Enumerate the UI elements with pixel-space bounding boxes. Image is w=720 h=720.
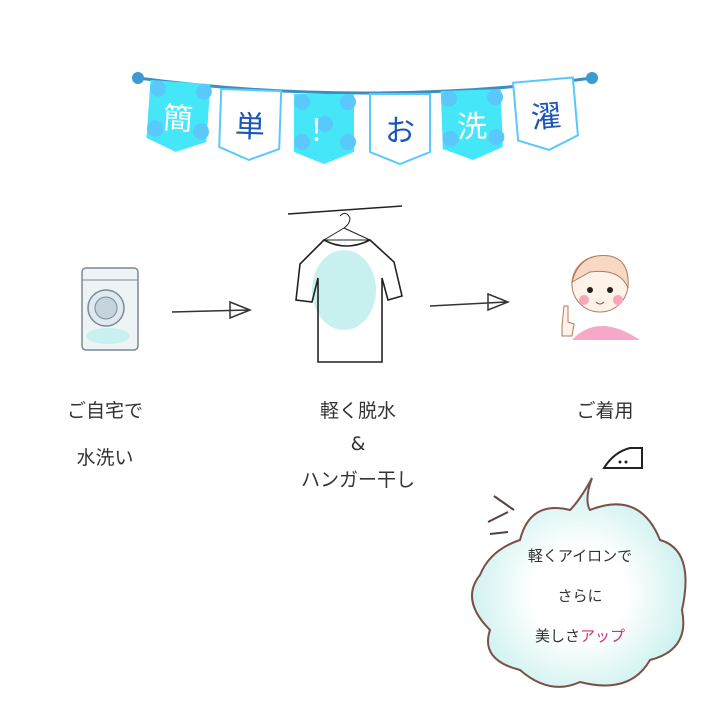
step-2-label: 軽く脱水 & ハンガー干し bbox=[258, 396, 458, 492]
step-3-label: ご着用 bbox=[505, 396, 705, 423]
banner-char: ！ bbox=[309, 114, 339, 149]
banner-flag: 単 bbox=[217, 87, 284, 163]
step-1-label: ご自宅で 水洗い bbox=[5, 396, 205, 470]
step-text: & bbox=[350, 433, 366, 455]
arrow-icon bbox=[171, 300, 253, 320]
step-text: 軽く脱水 bbox=[319, 400, 396, 422]
step-text: 水洗い bbox=[76, 447, 134, 469]
bubble-line-3: 美しさアップ bbox=[480, 625, 680, 646]
step-text: ハンガー干し bbox=[300, 469, 415, 491]
bubble-accent-text: アップ bbox=[580, 627, 626, 645]
bubble-text: 美しさ bbox=[534, 627, 580, 645]
washing-machine-icon bbox=[81, 267, 139, 351]
banner-char: 単 bbox=[234, 109, 266, 146]
bubble-line-1: 軽くアイロンで bbox=[527, 547, 633, 565]
iron-icon bbox=[602, 447, 643, 469]
arrow-icon bbox=[429, 292, 511, 312]
banner-flag: 簡 bbox=[143, 78, 212, 156]
step-text: ご着用 bbox=[576, 400, 634, 422]
speech-bubble bbox=[471, 477, 687, 688]
banner-char: 濯 bbox=[529, 98, 563, 137]
woman-icon bbox=[561, 255, 640, 340]
banner-flag: 洗 bbox=[439, 87, 506, 163]
banner-char: お bbox=[385, 114, 415, 149]
banner-flag: お bbox=[368, 92, 432, 166]
shirt-on-hanger-icon bbox=[287, 205, 403, 363]
banner-char: 簡 bbox=[161, 100, 195, 138]
bubble-line-2: さらに bbox=[557, 587, 603, 605]
step-text: ご自宅で bbox=[66, 400, 143, 422]
banner-flag: ！ bbox=[292, 92, 356, 166]
banner-flag: 濯 bbox=[511, 75, 581, 154]
banner-char: 洗 bbox=[456, 109, 488, 146]
